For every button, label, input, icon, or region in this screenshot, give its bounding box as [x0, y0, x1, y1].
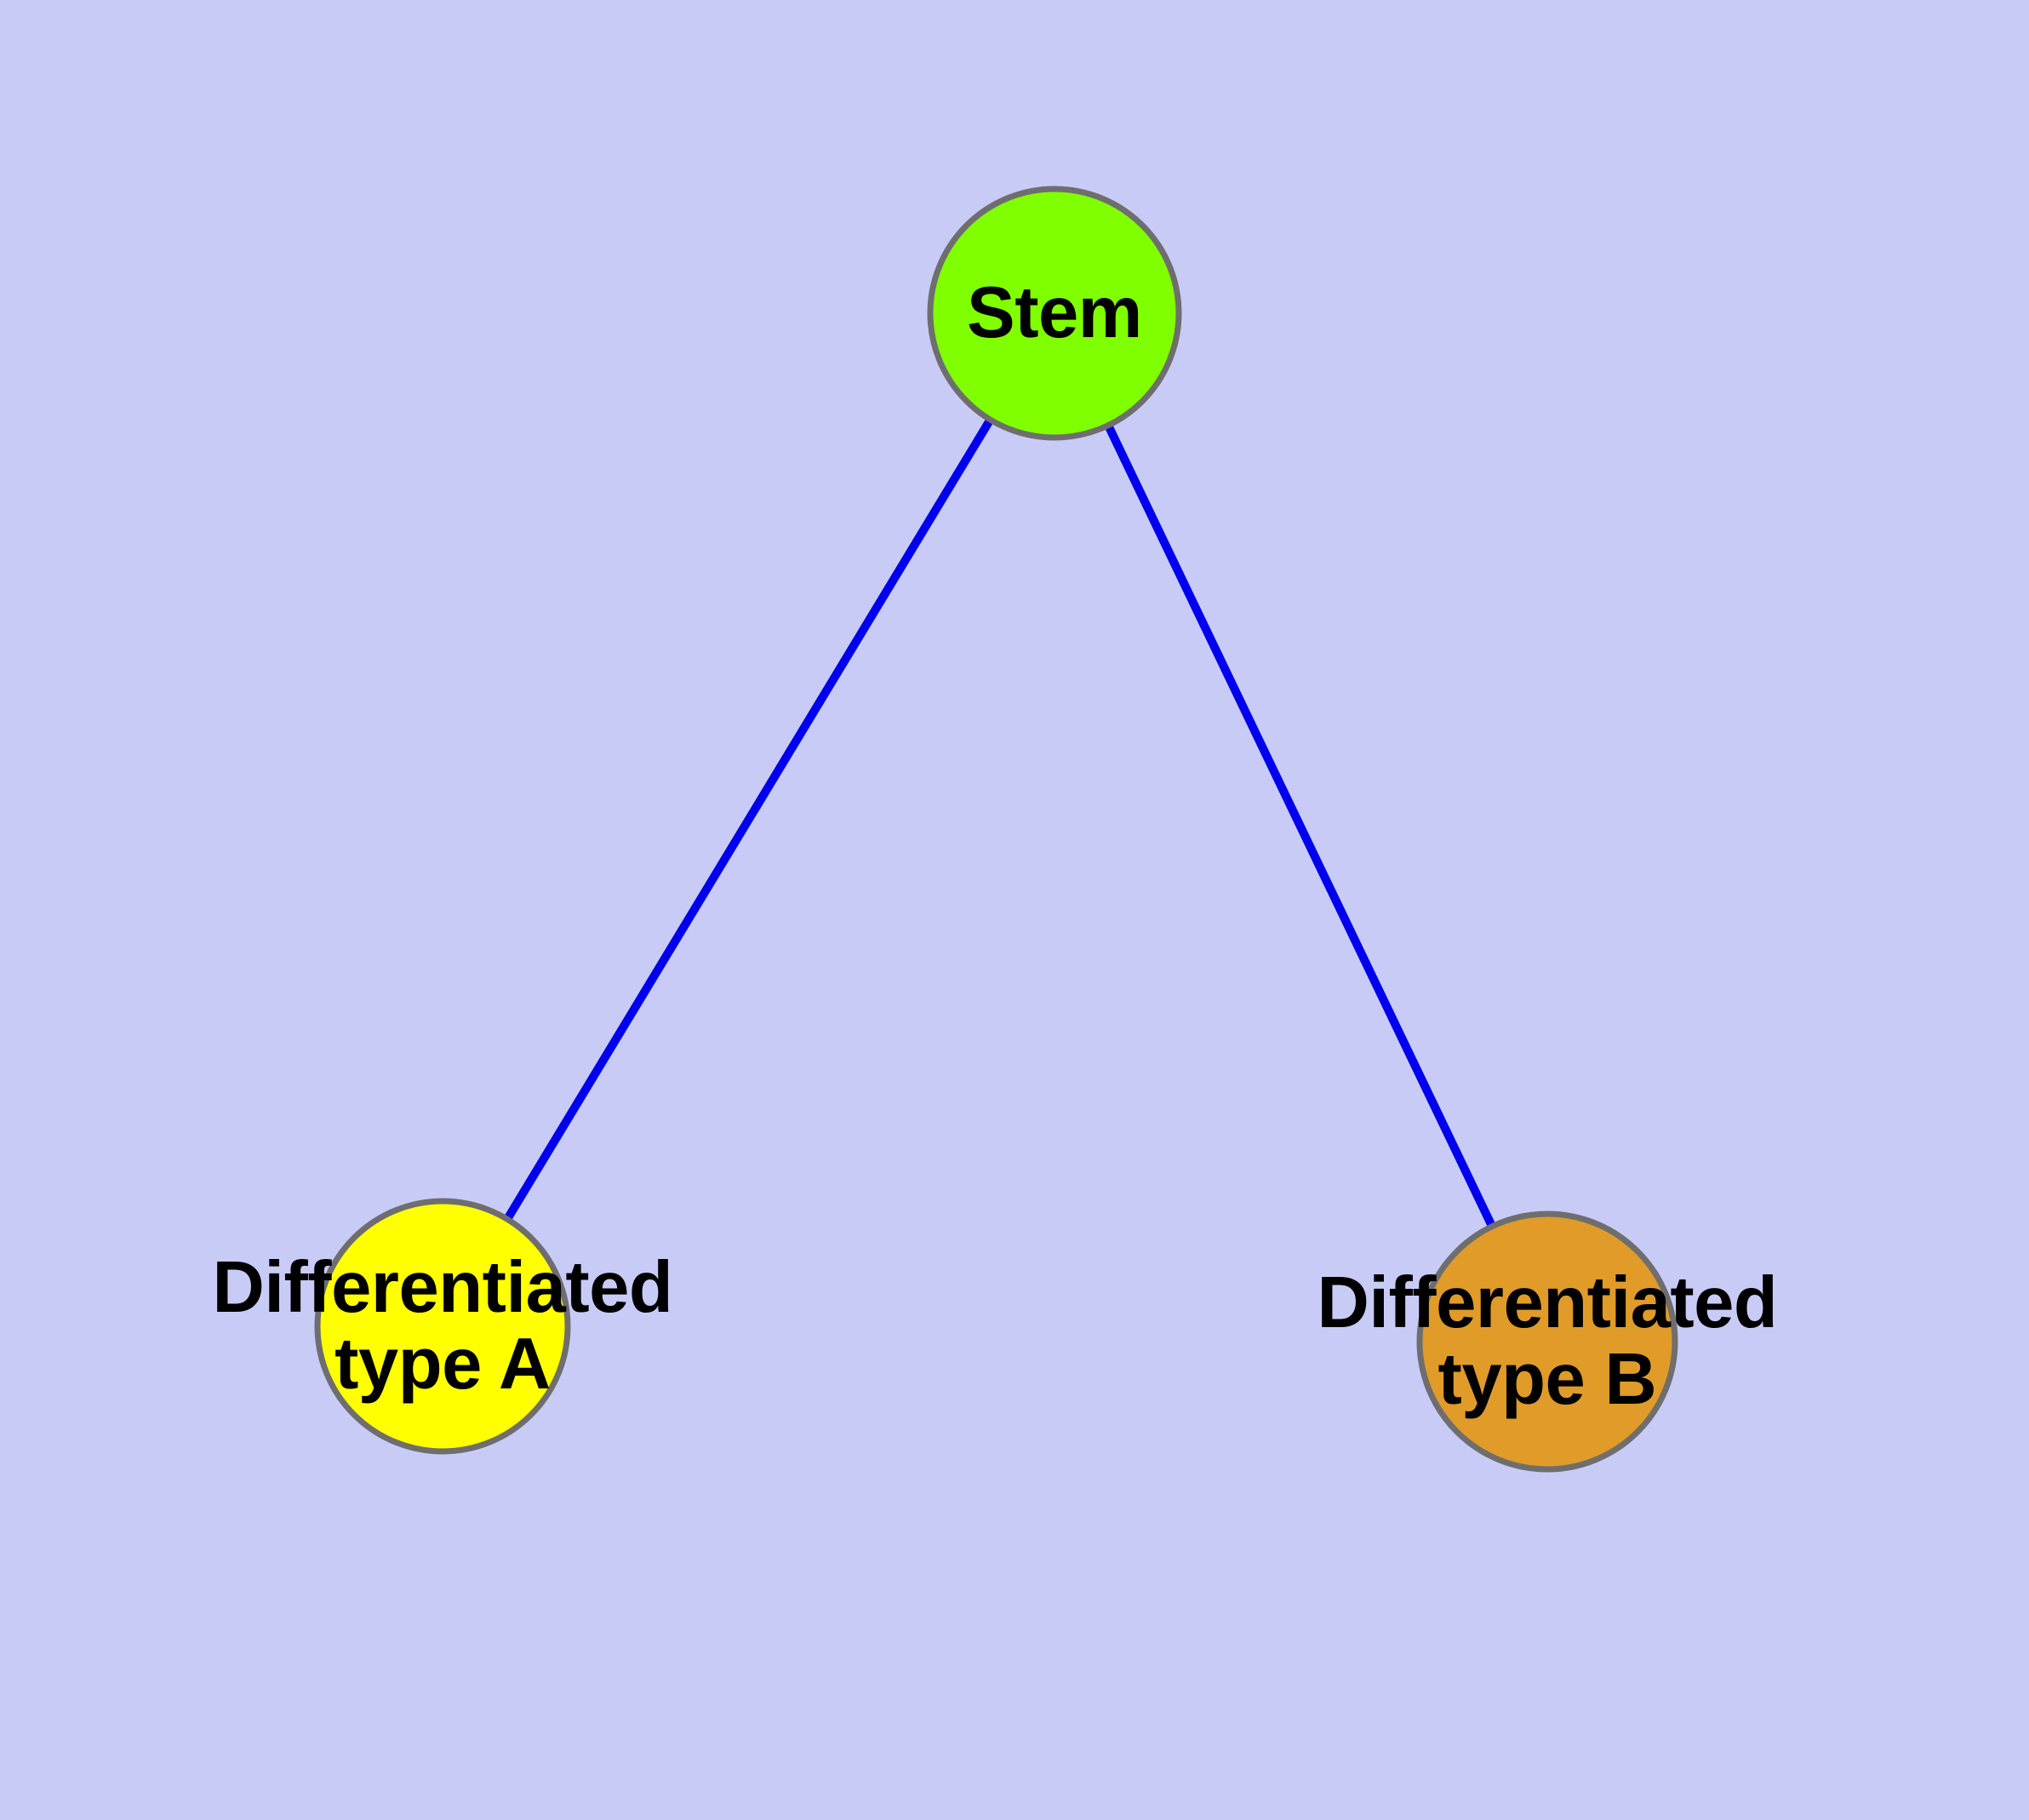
graph-edge[interactable] — [1104, 423, 1496, 1228]
graph-node-diff_b[interactable] — [1416, 1210, 1678, 1473]
graph-edge[interactable] — [503, 417, 994, 1222]
nodes-layer — [314, 186, 1678, 1473]
edges-layer — [503, 417, 1496, 1228]
graph-node-stem[interactable] — [927, 186, 1182, 441]
graph-node-diff_a[interactable] — [314, 1198, 571, 1455]
